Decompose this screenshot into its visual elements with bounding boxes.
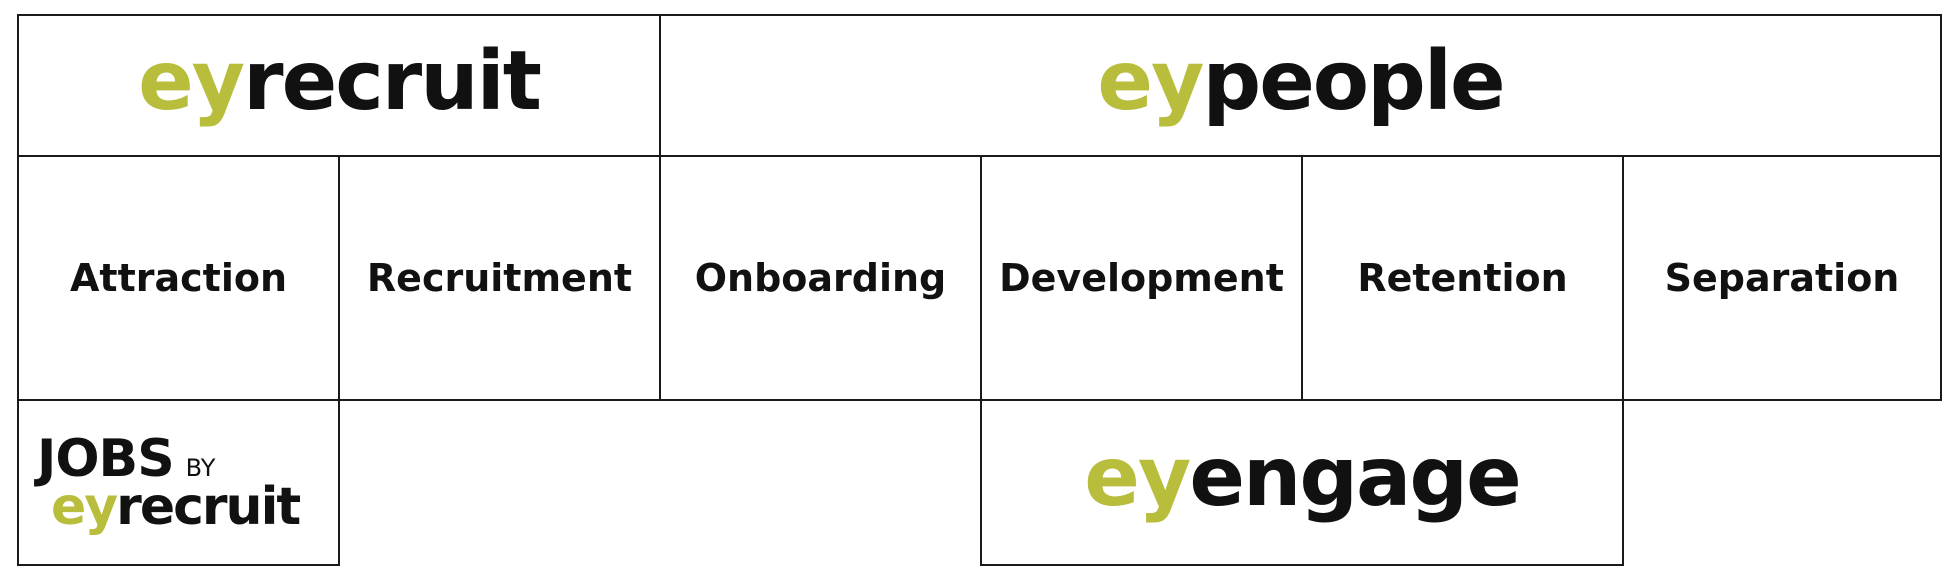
eyengage-logo-suffix: engage: [1189, 429, 1521, 525]
eyrecruit-box: eyrecruit: [17, 14, 661, 157]
eyengage-box: eyengage: [980, 399, 1624, 566]
eypeople-logo-prefix: ey: [1097, 33, 1204, 129]
by-word: BY: [185, 453, 216, 482]
jobs-word: JOBS: [37, 428, 175, 489]
eypeople-logo-suffix: people: [1202, 33, 1506, 129]
eyengage-logo: eyengage: [1084, 436, 1521, 519]
jobs-by-line: JOBS BY: [37, 433, 215, 485]
eyrecruit-logo-suffix: recruit: [243, 33, 542, 129]
stage-separation: Separation: [1622, 155, 1942, 401]
jobs-eyrecruit-logo: eyrecruit: [51, 481, 301, 533]
eyengage-logo-prefix: ey: [1084, 429, 1191, 525]
eyrecruit-logo-prefix: ey: [138, 33, 245, 129]
stage-onboarding: Onboarding: [659, 155, 982, 401]
stage-attraction-label: Attraction: [70, 256, 287, 300]
jobs-eyrecruit-prefix: ey: [51, 476, 118, 537]
eypeople-logo: eypeople: [1097, 40, 1505, 123]
stage-retention: Retention: [1301, 155, 1624, 401]
eyrecruit-logo: eyrecruit: [138, 40, 542, 123]
jobs-eyrecruit-suffix: recruit: [116, 476, 301, 537]
eypeople-box: eypeople: [659, 14, 1942, 157]
jobs-by-eyrecruit-box: JOBS BY eyrecruit: [17, 399, 340, 566]
stage-development: Development: [980, 155, 1303, 401]
stage-development-label: Development: [999, 256, 1284, 300]
stage-recruitment: Recruitment: [338, 155, 661, 401]
stage-onboarding-label: Onboarding: [694, 256, 947, 300]
stage-attraction: Attraction: [17, 155, 340, 401]
stage-separation-label: Separation: [1664, 256, 1900, 300]
stage-retention-label: Retention: [1357, 256, 1568, 300]
stage-recruitment-label: Recruitment: [366, 256, 633, 300]
